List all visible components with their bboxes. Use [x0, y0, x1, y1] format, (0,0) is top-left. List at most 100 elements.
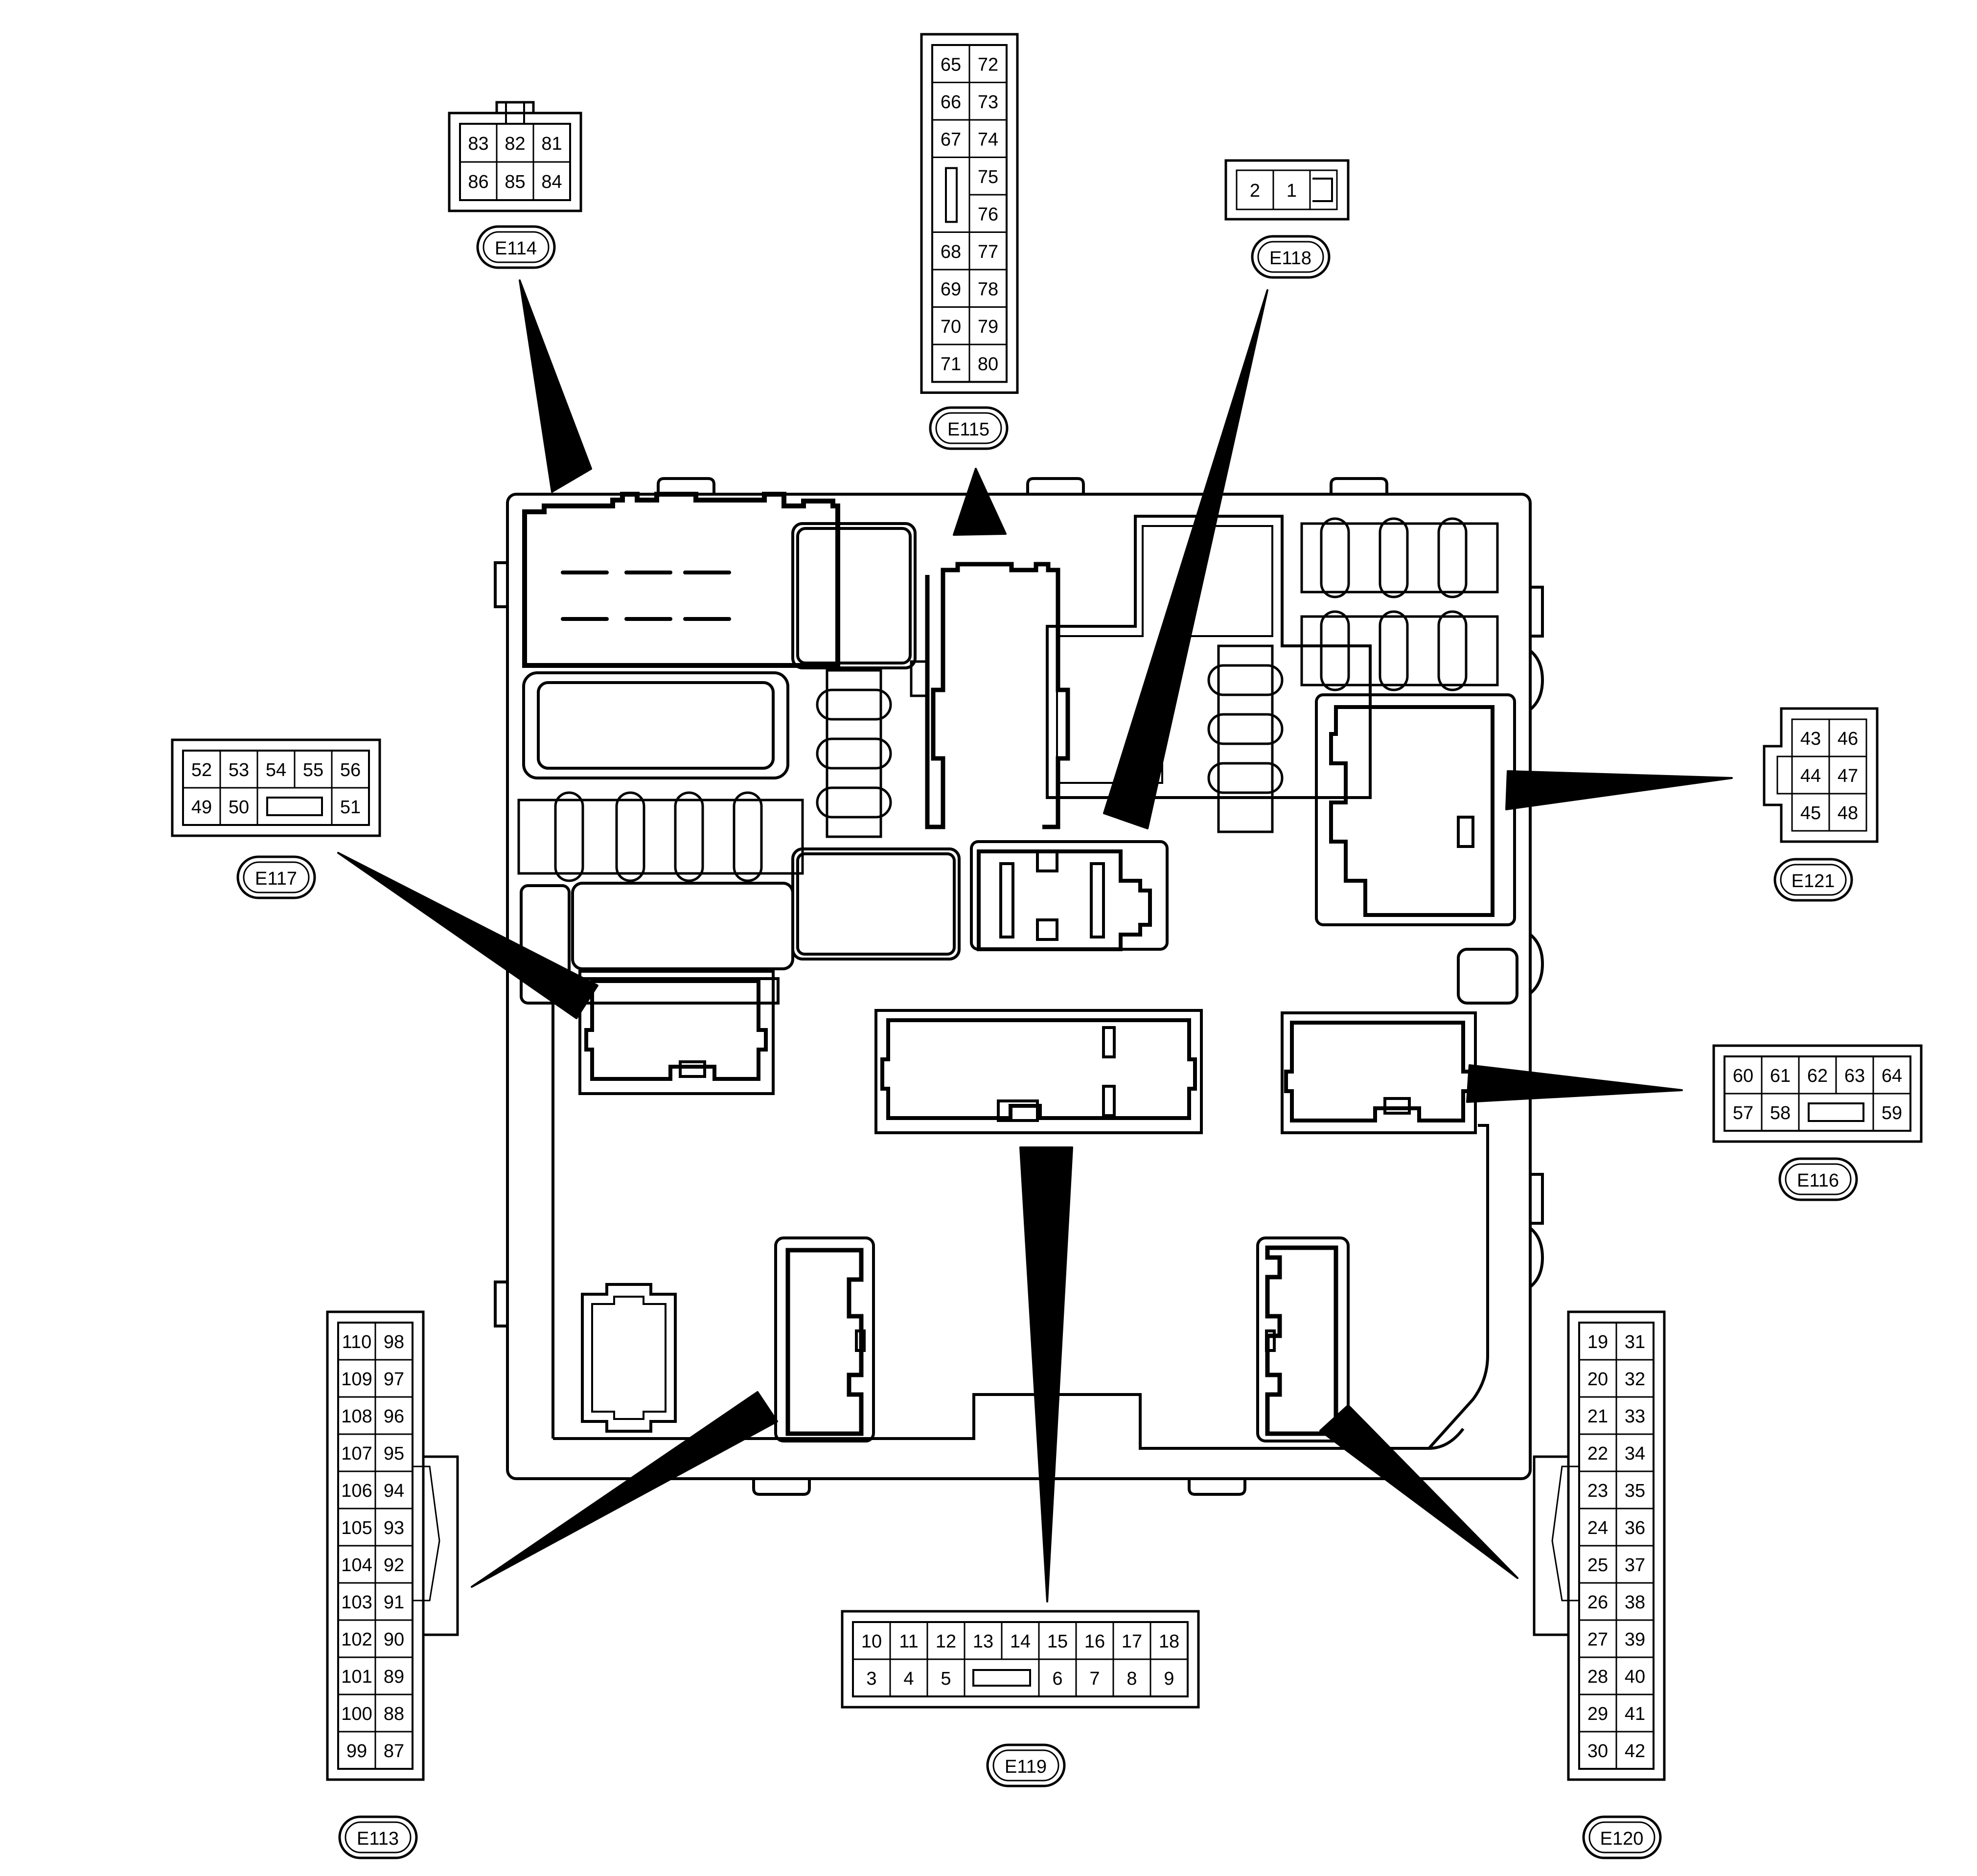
- pin-79: 79: [978, 317, 998, 337]
- pin-17: 17: [1122, 1631, 1142, 1652]
- label-e119-text: E119: [1005, 1757, 1047, 1777]
- pin-5: 5: [941, 1669, 951, 1689]
- pin-48: 48: [1838, 803, 1858, 824]
- pin-97: 97: [384, 1369, 404, 1390]
- pin-85: 85: [505, 172, 525, 192]
- pin-22: 22: [1587, 1443, 1608, 1464]
- arrow-e117: [337, 852, 598, 1019]
- pin-3: 3: [866, 1669, 876, 1689]
- connector-outline: [1712, 1044, 1923, 1143]
- arrow-e118: [1103, 289, 1268, 829]
- connector-outline: [1763, 707, 1879, 843]
- pin-58: 58: [1770, 1103, 1791, 1123]
- pin-32: 32: [1625, 1369, 1645, 1390]
- pin-74: 74: [978, 129, 998, 150]
- label-e115: E115: [929, 406, 1009, 450]
- pin-18: 18: [1159, 1631, 1179, 1652]
- pin-104: 104: [341, 1555, 372, 1576]
- pin-51: 51: [340, 797, 361, 818]
- pin-41: 41: [1625, 1704, 1645, 1724]
- pin-23: 23: [1587, 1481, 1608, 1501]
- pin-70: 70: [941, 317, 961, 337]
- pin-80: 80: [978, 354, 998, 374]
- pin-108: 108: [341, 1406, 372, 1427]
- pin-106: 106: [341, 1481, 372, 1501]
- connector-outline: [171, 738, 381, 837]
- pin-73: 73: [978, 92, 998, 113]
- pin-50: 50: [229, 797, 249, 818]
- pin-37: 37: [1625, 1555, 1645, 1576]
- pin-7: 7: [1089, 1669, 1100, 1689]
- pin-69: 69: [941, 279, 961, 299]
- pin-82: 82: [505, 134, 525, 154]
- label-e115-text: E115: [947, 419, 989, 440]
- label-e116: E116: [1778, 1157, 1858, 1201]
- pin-94: 94: [384, 1481, 404, 1501]
- arrow-e115: [953, 468, 1007, 536]
- label-e113: E113: [338, 1815, 418, 1859]
- pin-44: 44: [1800, 766, 1821, 786]
- pin-78: 78: [978, 279, 998, 299]
- pin-43: 43: [1800, 729, 1821, 749]
- pin-28: 28: [1587, 1667, 1608, 1687]
- pin-52: 52: [191, 760, 212, 780]
- pin-92: 92: [384, 1555, 404, 1576]
- connector-outline: [841, 1610, 1200, 1709]
- arrow-e119: [1019, 1146, 1073, 1602]
- pin-99: 99: [346, 1741, 367, 1762]
- arrow-e113: [471, 1391, 778, 1588]
- pin-2: 2: [1250, 181, 1260, 201]
- pin-65: 65: [941, 54, 961, 75]
- pin-10: 10: [861, 1631, 882, 1652]
- pin-57: 57: [1733, 1103, 1753, 1123]
- pin-47: 47: [1838, 766, 1858, 786]
- label-e121: E121: [1773, 858, 1853, 902]
- pin-20: 20: [1587, 1369, 1608, 1390]
- label-e117-text: E117: [255, 869, 297, 889]
- pin-90: 90: [384, 1629, 404, 1650]
- pin-4: 4: [903, 1669, 914, 1689]
- pin-103: 103: [341, 1592, 372, 1613]
- pin-107: 107: [341, 1443, 372, 1464]
- connector-outline: [920, 33, 1019, 394]
- pin-100: 100: [341, 1704, 372, 1724]
- pin-1: 1: [1287, 181, 1297, 201]
- label-e118: E118: [1251, 235, 1331, 279]
- connector-outline: [326, 1310, 425, 1781]
- pin-9: 9: [1164, 1669, 1174, 1689]
- pin-72: 72: [978, 54, 998, 75]
- label-e113-text: E113: [357, 1829, 399, 1849]
- pin-16: 16: [1084, 1631, 1105, 1652]
- pin-81: 81: [541, 134, 562, 154]
- fuse-box-body: [494, 477, 1544, 1496]
- pin-59: 59: [1882, 1103, 1902, 1123]
- pin-14: 14: [1010, 1631, 1031, 1652]
- pin-31: 31: [1625, 1332, 1645, 1352]
- pin-93: 93: [384, 1518, 404, 1538]
- pin-101: 101: [341, 1667, 372, 1687]
- arrow-e120: [1319, 1404, 1518, 1579]
- pin-12: 12: [936, 1631, 956, 1652]
- connector-outline: [448, 112, 582, 212]
- pin-36: 36: [1625, 1518, 1645, 1538]
- pin-8: 8: [1126, 1669, 1137, 1689]
- connector-outline: [1224, 159, 1350, 221]
- pin-33: 33: [1625, 1406, 1645, 1427]
- label-e119: E119: [986, 1743, 1066, 1787]
- pin-105: 105: [341, 1518, 372, 1538]
- pin-25: 25: [1587, 1555, 1608, 1576]
- pin-21: 21: [1587, 1406, 1608, 1427]
- pin-102: 102: [341, 1629, 372, 1650]
- pin-35: 35: [1625, 1481, 1645, 1501]
- pin-68: 68: [941, 242, 961, 262]
- pin-60: 60: [1733, 1066, 1753, 1086]
- pin-66: 66: [941, 92, 961, 113]
